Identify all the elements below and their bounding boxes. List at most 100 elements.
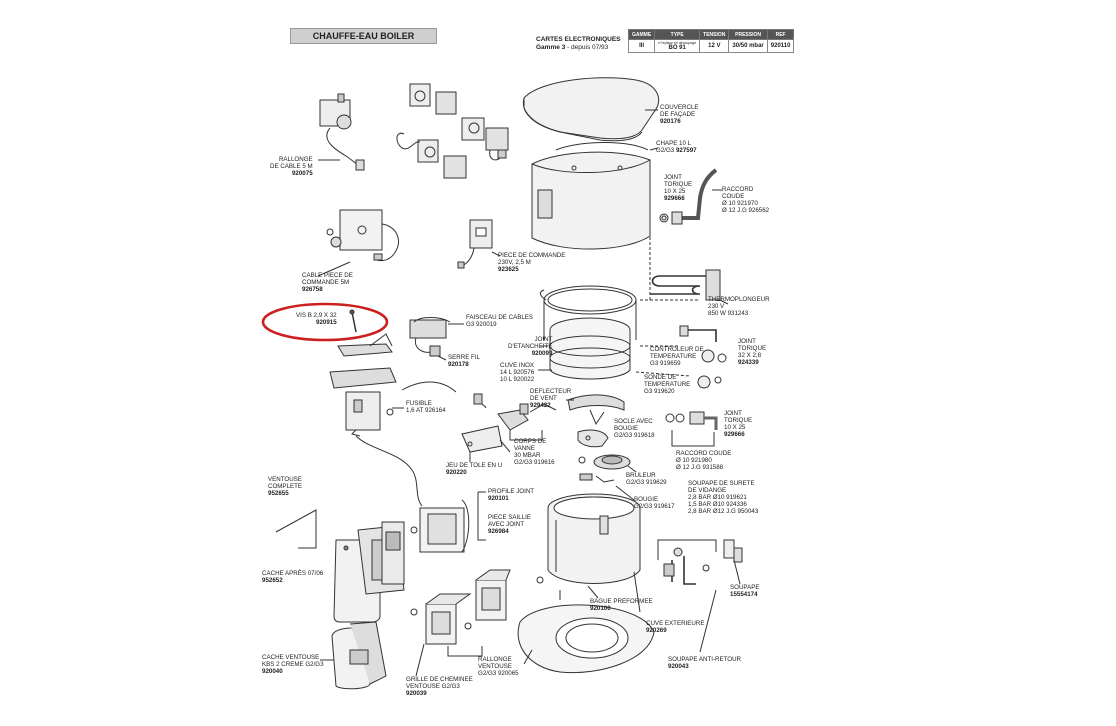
piece-saillie-part xyxy=(410,499,470,553)
label-joint-etancheite: JOINT D'ETANCHEITE 920099 xyxy=(508,336,552,357)
label-line: FAISCEAU DE CABLES xyxy=(466,314,534,321)
label-line: SOUPAPE xyxy=(730,584,760,591)
serre-fil-part xyxy=(337,333,393,357)
label-line: 850 W 931243 xyxy=(708,310,749,317)
label-line: G2/G3 927597 xyxy=(656,147,697,154)
leader-line xyxy=(733,559,741,585)
label-line: VENTOUSE xyxy=(478,663,512,670)
joint-torique-1-part xyxy=(659,213,669,223)
label-line: AVEC JOINT xyxy=(488,521,524,528)
leader-line xyxy=(719,299,729,305)
bougie-part xyxy=(579,473,615,483)
controleur-part xyxy=(679,325,727,363)
label-ventouse-complete: VENTOUSE COMPLETE 952655 xyxy=(268,476,302,497)
control-panels-part xyxy=(396,83,509,179)
label-line: G2/G3 919616 xyxy=(514,459,555,466)
label-line: G3 920019 xyxy=(466,321,497,328)
leader-line xyxy=(635,371,691,377)
leader-line xyxy=(447,646,483,657)
cuve-inox-part xyxy=(539,289,631,380)
label-line: KBS 2 CREME G2/G3 xyxy=(262,661,324,668)
label-line: VIS B 2,9 X 32 xyxy=(296,312,337,319)
label-line: SOCLE AVEC xyxy=(614,418,653,425)
label-code: 923625 xyxy=(498,266,519,273)
label-code: 926758 xyxy=(302,286,323,293)
label-line: 10 X 25 xyxy=(664,188,686,195)
label-line: TORIQUE xyxy=(724,417,753,424)
label-code: 920220 xyxy=(446,469,467,476)
joint-etancheite-part xyxy=(543,285,637,340)
label-line: JOINT xyxy=(664,174,682,181)
label-line: 14 L 920576 xyxy=(500,369,535,376)
cable-piece-commande-part xyxy=(326,209,399,262)
label-code: 952655 xyxy=(268,490,289,497)
leader-line xyxy=(437,355,447,361)
label-line: PIECE SAILLIE xyxy=(488,514,531,521)
label-piece-commande: PIECE DE COMMANDE 230V, 2,5 M 923625 xyxy=(498,252,565,273)
label-line: G3 919659 xyxy=(650,360,681,367)
label-line: CACHE APRÈS 07/06 xyxy=(262,570,324,577)
label-line: 32 X 2,8 xyxy=(738,352,762,359)
label-line: COUDE xyxy=(722,193,745,200)
label-serre-fil: SERRE FIL 920178 xyxy=(448,354,480,368)
label-code: 920176 xyxy=(660,118,681,125)
label-code: 920915 xyxy=(316,319,337,326)
label-line: CUVE EXTERIEURE xyxy=(646,620,705,627)
label-line: G2/G3 919618 xyxy=(614,432,655,439)
raccord-coude-2-part xyxy=(665,411,718,430)
soupape-surete-part xyxy=(663,547,710,585)
label-code: 920043 xyxy=(668,663,689,670)
base-plate-part xyxy=(517,604,655,674)
label-profile-joint: PROFILE JOINT 920101 xyxy=(488,488,534,502)
label-line: G2/G3 920065 xyxy=(478,670,519,677)
label-line: VENTOUSE G2/G3 xyxy=(406,683,460,690)
label-line: 230V, 2,5 M xyxy=(498,259,531,266)
label-thermoplongeur: THERMOPLONGEUR 230 V 850 W 931243 xyxy=(708,296,770,317)
label-rallonge-cable: RALLONGE DE CABLE 5 M 920075 xyxy=(270,156,313,177)
label-line: COMPLETE xyxy=(268,483,303,490)
label-line: CORPS DE xyxy=(514,438,547,445)
cartes-since: - depuis 07/93 xyxy=(565,44,609,51)
leader-line xyxy=(317,261,351,277)
leader-line xyxy=(491,251,501,257)
cuve-exterieure-part xyxy=(536,493,641,600)
label-line: 30 MBAR xyxy=(514,452,541,459)
leader-line xyxy=(657,539,717,560)
label-code: 920269 xyxy=(646,627,667,634)
faisceau-part xyxy=(409,317,451,357)
label-grille: GRILLE DE CHEMINEE VENTOUSE G2/G3 920039 xyxy=(406,676,473,697)
label-line: JEU DE TOLE EN U xyxy=(446,462,503,469)
label-corps-vanne: CORPS DE VANNE 30 MBAR G2/G3 919616 xyxy=(514,438,555,466)
label-line: BOUGIE xyxy=(634,496,659,503)
label-line: PROFILE JOINT xyxy=(488,488,535,495)
leader-line xyxy=(627,465,637,473)
leader-line xyxy=(275,509,317,549)
socle-part xyxy=(577,429,609,448)
label-cuve-ext: CUVE EXTERIEURE 920269 xyxy=(646,620,704,634)
label-joint-torique-3: JOINT TORIQUE 10 X 25 929666 xyxy=(724,410,752,438)
label-code: 929666 xyxy=(724,431,745,438)
thermoplongeur-part xyxy=(650,269,721,301)
leader-line xyxy=(587,585,599,599)
label-code: 920101 xyxy=(488,495,509,502)
label-soupape-surete: SOUPAPE DE SURETE DE VIDANGE 2,8 BAR Ø10… xyxy=(688,480,758,515)
wire-harness-part xyxy=(355,381,457,507)
label-soupape: SOUPAPE 15554174 xyxy=(730,584,759,598)
label-line: RALLONGE xyxy=(278,156,313,163)
spec-table: GAMME TYPE TENSION PRESSION REF III n°re… xyxy=(627,29,795,53)
label-line: 2,8 BAR Ø12 J.G 950043 xyxy=(688,508,759,515)
label-chape: CHAPE 10 L G2/G3 927597 xyxy=(656,140,697,154)
label-line: JOINT xyxy=(738,338,756,345)
label-line: RACCORD xyxy=(722,186,754,193)
label-line: G3 919620 xyxy=(644,388,675,395)
jeu-tole-part xyxy=(461,425,511,453)
spec-pression: 30/50 mbar xyxy=(728,39,768,53)
label-line: BAGUE PREFORMEE xyxy=(590,598,653,605)
cartes-electroniques-note: CARTES ELECTRONIQUES Gamme 3 - depuis 07… xyxy=(536,36,621,52)
label-line: 2,8 BAR Ø10 919621 xyxy=(688,494,747,501)
label-text: G2/G3 xyxy=(656,147,675,154)
label-sonde: SONDE DE TEMPERATURE G3 919620 xyxy=(644,374,690,395)
cache-ventouse-part xyxy=(331,621,387,690)
label-line: COUVERCLE xyxy=(660,104,699,111)
